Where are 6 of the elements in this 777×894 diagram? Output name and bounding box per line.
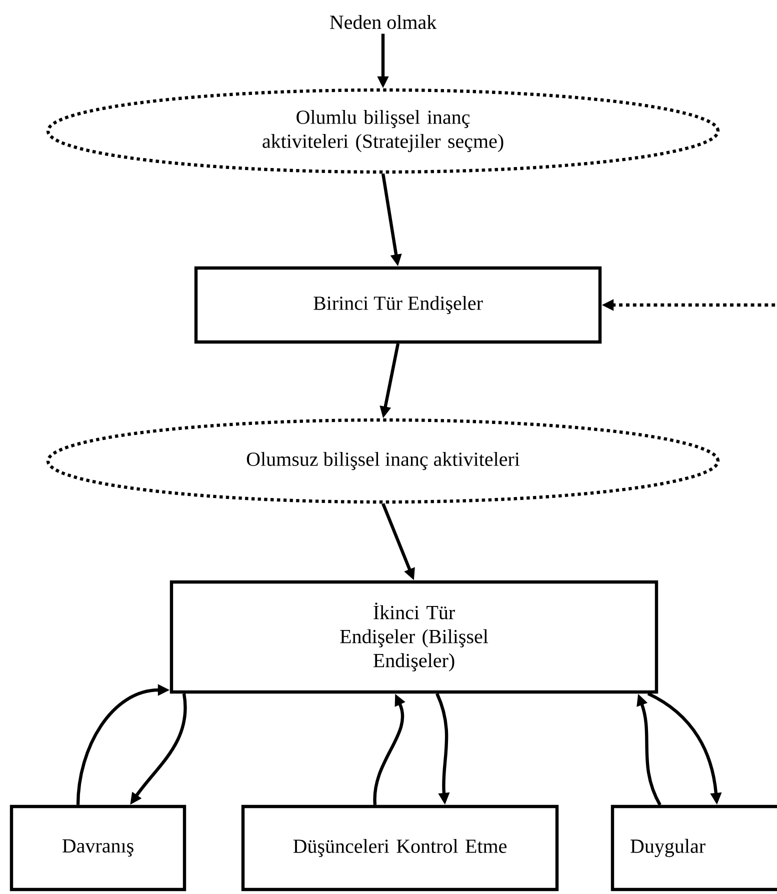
process-box: Duygular [610, 804, 777, 892]
process-box: Birinci Tür Endişeler [194, 266, 602, 344]
process-box: Düşünceleri Kontrol Etme [241, 804, 559, 892]
process-box: Davranış [10, 804, 186, 892]
cause-label: Neden olmak [330, 14, 437, 30]
process-box: İkinci Tür Endişeler (Bilişsel Endişeler) [170, 580, 658, 694]
